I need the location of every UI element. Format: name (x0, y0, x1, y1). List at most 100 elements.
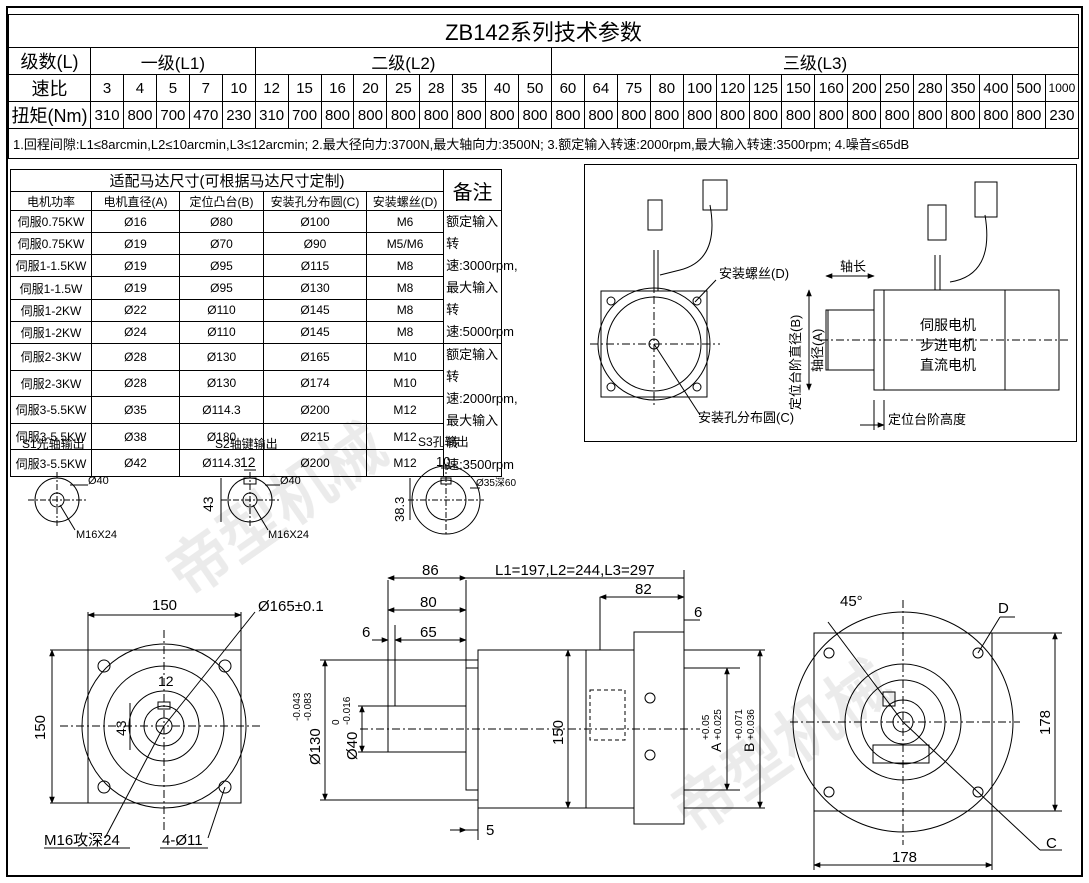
front-view (44, 611, 260, 849)
ratio-cell: 10 (221, 74, 256, 102)
torque-cell: 800 (386, 101, 421, 129)
group-l3: 三级(L3) (550, 47, 1080, 75)
motor-table-cell: Ø100 (263, 209, 367, 234)
step-height-label: 定位台阶高度 (888, 412, 966, 427)
s1-drawing (28, 472, 88, 531)
svg-text:-0.016: -0.016 (342, 696, 353, 725)
svg-text:-0.043: -0.043 (292, 692, 303, 721)
step-diameter-label: 定位台阶直径(B) (788, 315, 803, 410)
remark-high-speed: 额定输入转速:3000rpm,最大输入转速:5000rpm (443, 210, 518, 344)
torque-cell: 800 (1011, 101, 1046, 129)
s3-bore: Ø35深60 (476, 477, 516, 489)
motor-table-cell: 伺服3-5.5KW (10, 449, 92, 477)
svg-text:A: A (708, 742, 724, 752)
motor-table-cell: 伺服0.75KW (10, 209, 92, 234)
torque-cell: 800 (682, 101, 717, 129)
motor-table-cell: Ø35 (91, 396, 180, 424)
side-d6b: 6 (694, 604, 702, 621)
ratio-cell: 20 (353, 74, 388, 102)
side-d150: 150 (550, 720, 567, 745)
torque-cell: 800 (880, 101, 915, 129)
motor-table-cell: 伺服1-1.5W (10, 276, 92, 300)
rear-angle: 45° (840, 593, 863, 610)
ratio-cell: 4 (123, 74, 157, 102)
torque-cell: 230 (221, 101, 256, 129)
s3-height: 38.3 (392, 497, 407, 522)
motor-table-cell: 伺服2-3KW (10, 369, 92, 398)
rear-width: 178 (892, 849, 917, 866)
ratio-cell: 75 (616, 74, 651, 102)
torque-cell: 800 (748, 101, 783, 129)
ratio-cell: 60 (550, 74, 585, 102)
motor-side-view (806, 181, 1070, 430)
ratio-cell: 1000 (1044, 74, 1080, 102)
torque-label: 扭矩(Nm) (7, 101, 92, 129)
side-d80: 80 (420, 594, 437, 611)
motor-table-header: 定位凸台(B) (179, 191, 264, 211)
svg-text:+0.036: +0.036 (746, 709, 757, 740)
motor-flange-view (590, 179, 728, 416)
svg-text:+0.071: +0.071 (734, 709, 745, 740)
s2-thread: M16X24 (268, 529, 309, 541)
motor-table-cell: M8 (365, 254, 445, 278)
front-height: 150 (32, 715, 49, 740)
torque-cell: 800 (452, 101, 487, 129)
svg-text:B: B (741, 743, 757, 752)
motor-table-cell: Ø28 (91, 343, 180, 371)
front-key-height: 43 (113, 720, 129, 736)
s2-title: S2轴键输出 (215, 436, 278, 451)
remark-low-speed: 额定输入转速:2000rpm,最大输入转速:3500rpm (443, 343, 518, 477)
motor-table-cell: Ø200 (263, 449, 367, 477)
front-pcd: Ø165±0.1 (258, 598, 324, 615)
ratio-cell: 35 (452, 74, 487, 102)
motor-type-servo: 伺服电机 (920, 317, 976, 333)
ratio-cell: 80 (649, 74, 684, 102)
spec-table: ZB142系列技术参数 级数(L) 一级(L1) 二级(L2) 三级(L3) 速… (7, 14, 1080, 159)
svg-text:Ø130: Ø130 (307, 728, 324, 765)
torque-cell: 800 (320, 101, 355, 129)
s3-drawing (408, 464, 484, 536)
motor-table-cell: 伺服1-1.5KW (10, 254, 92, 278)
motor-table-cell: Ø114.3 (179, 396, 264, 424)
rear-view (790, 600, 1062, 870)
motor-table-cell: Ø38 (91, 422, 180, 451)
s3-title: S3孔输出 (418, 434, 469, 449)
motor-table-cell: 伺服3-5.5KW (10, 396, 92, 424)
motor-type-dc: 直流电机 (920, 357, 976, 373)
motor-table-cell: 伺服1-2KW (10, 298, 92, 322)
remarks-header: 备注 (443, 169, 503, 211)
front-holes: 4-Ø11 (162, 832, 203, 849)
side-a-dim: A +0.05 +0.025 (701, 709, 724, 752)
ratio-cell: 64 (583, 74, 618, 102)
s2-height: 43 (200, 496, 216, 512)
motor-table-cell: Ø145 (263, 298, 367, 322)
svg-text:+0.05: +0.05 (701, 714, 712, 740)
side-view (320, 570, 765, 840)
motor-table-cell: 伺服2-3KW (10, 343, 92, 371)
torque-cell: 470 (188, 101, 223, 129)
s3-key: 10 (436, 454, 450, 469)
torque-cell: 800 (814, 101, 849, 129)
motor-table-cell: Ø165 (263, 343, 367, 371)
side-d6: 6 (362, 624, 370, 641)
motor-table-cell: Ø145 (263, 320, 367, 345)
motor-size-table: 适配马达尺寸(可根据马达尺寸定制) 备注 电机功率电机直径(A)定位凸台(B)安… (9, 169, 518, 477)
ratio-cell: 150 (781, 74, 816, 102)
ratio-cell: 40 (485, 74, 520, 102)
s2-diameter: Ø40 (280, 475, 301, 487)
side-d82: 82 (635, 581, 652, 598)
drawing-frame (6, 6, 1083, 877)
torque-cell: 310 (90, 101, 124, 129)
watermark: 帝型机械 帝型机械 (156, 411, 904, 847)
ratio-cell: 28 (419, 74, 454, 102)
svg-text:Ø40: Ø40 (344, 732, 361, 760)
spec-note: 1.回程间隙:L1≤8arcmin,L2≤10arcmin,L3≤12arcmi… (8, 128, 1079, 159)
screw-label: 安装螺丝(D) (719, 266, 789, 281)
torque-cell: 800 (353, 101, 388, 129)
side-d130-dim: Ø130 -0.043 -0.083 (292, 692, 324, 765)
